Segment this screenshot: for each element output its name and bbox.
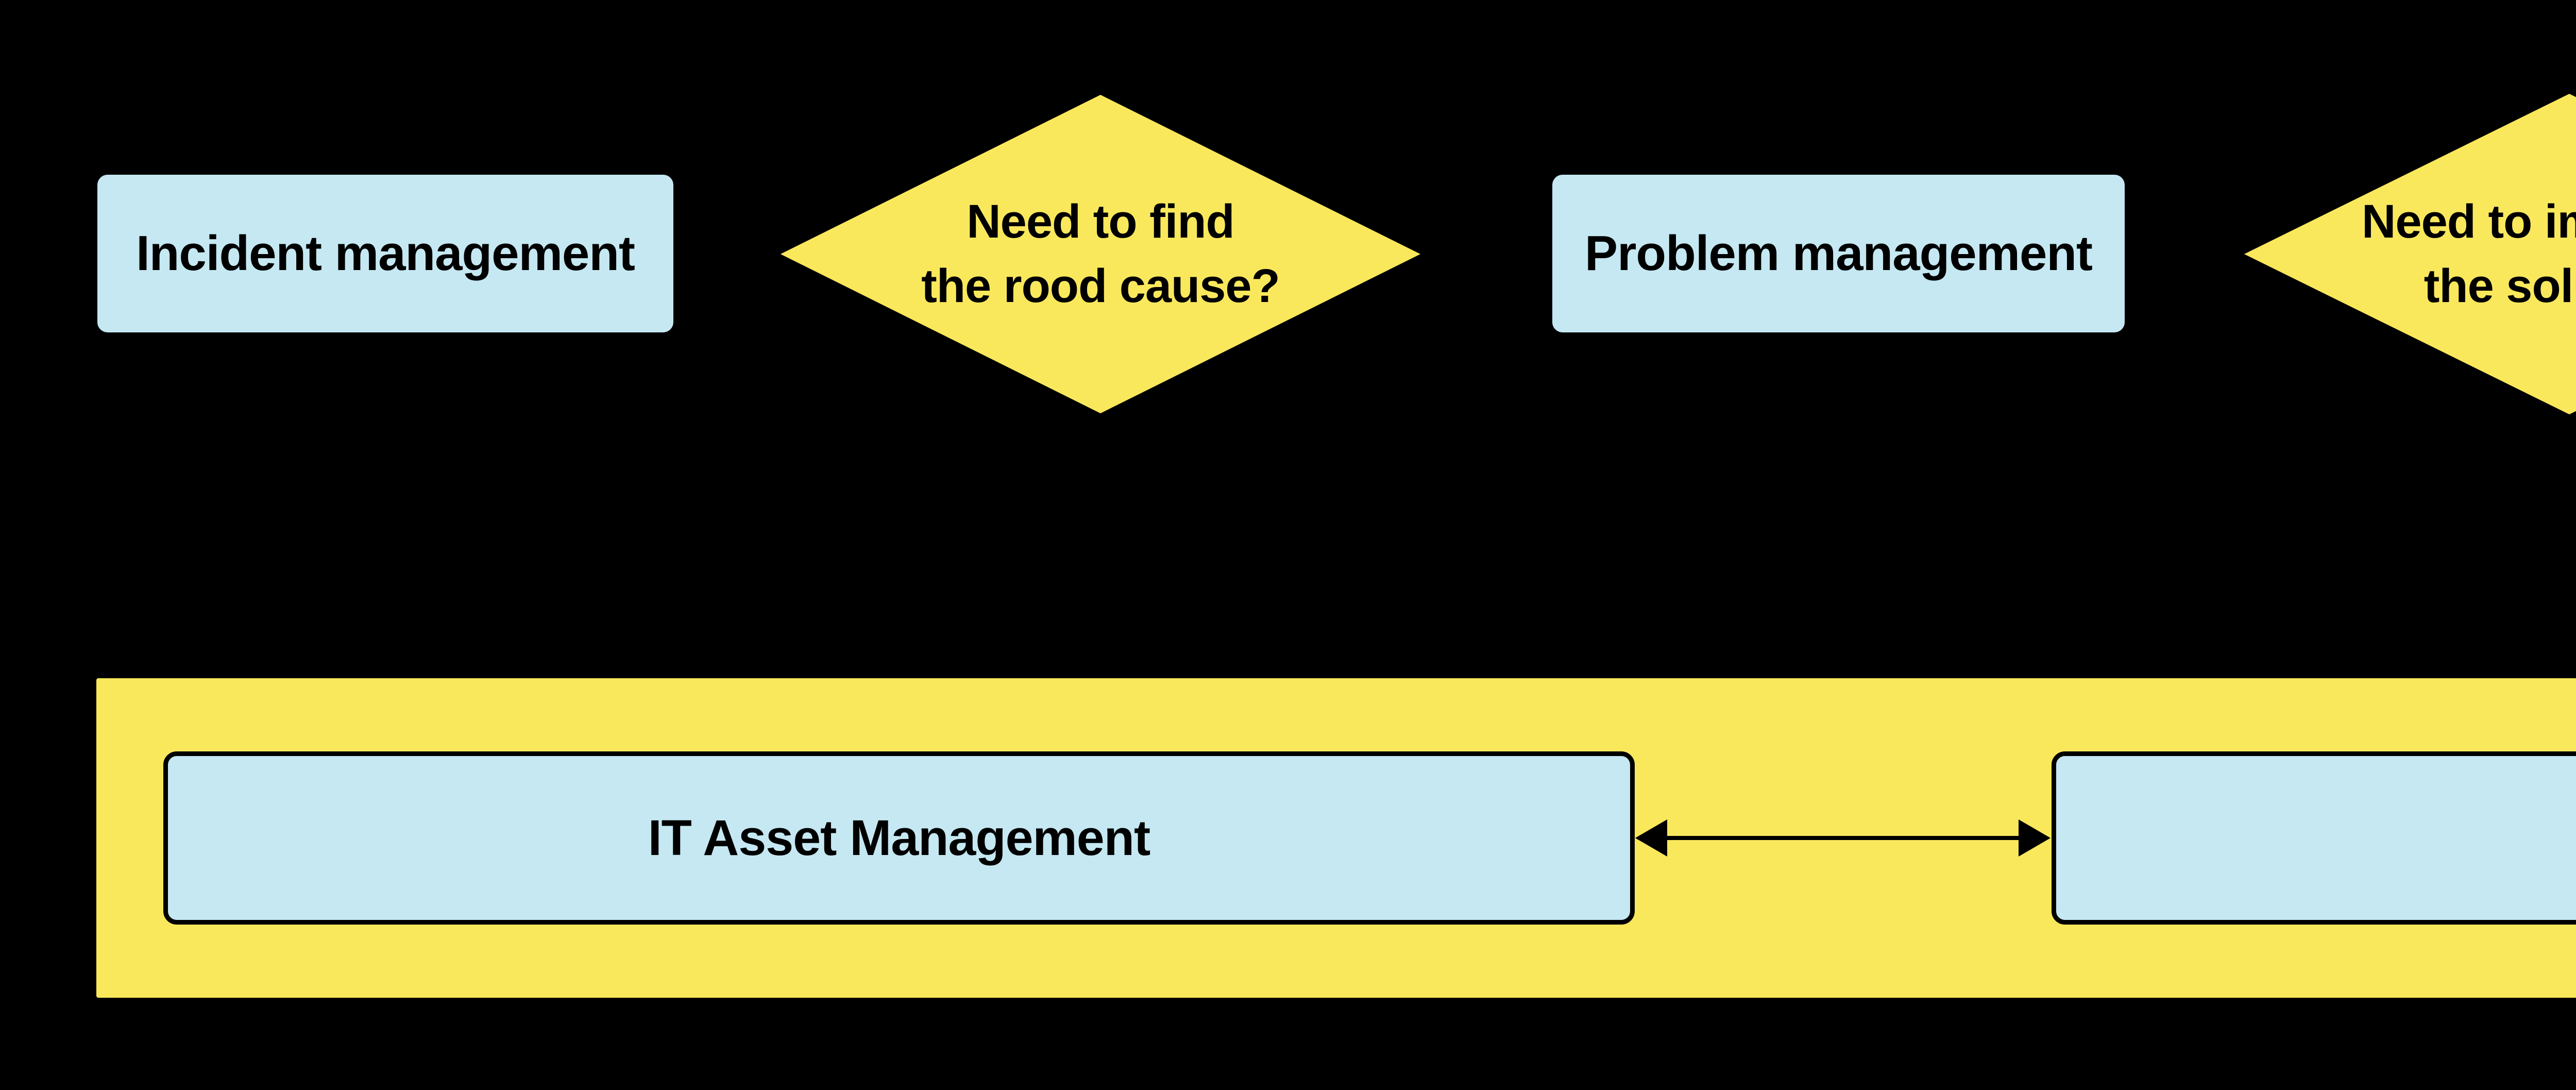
it-asset-management-box: IT Asset Management (163, 751, 1635, 925)
incident-management-box: Incident management (93, 171, 677, 337)
root-cause-decision-diamond: Need to find the rood cause? (781, 95, 1420, 413)
implement-solution-decision-diamond: Need to implement the solution? (2244, 94, 2576, 414)
bidirectional-arrow-icon (1635, 819, 2050, 857)
incident-management-label: Incident management (136, 226, 635, 281)
decision-label-line: the solution? (2424, 260, 2576, 312)
decision-label-line: the rood cause? (921, 260, 1280, 312)
problem-management-label: Problem management (1585, 226, 2093, 281)
it-asset-management-label: IT Asset Management (648, 810, 1151, 866)
decision-label-line: Need to implement (2361, 195, 2576, 248)
problem-management-box: Problem management (1548, 171, 2129, 337)
decision-label-line: Need to find (967, 195, 1235, 248)
cmdb-box: CMDB (2052, 751, 2576, 925)
